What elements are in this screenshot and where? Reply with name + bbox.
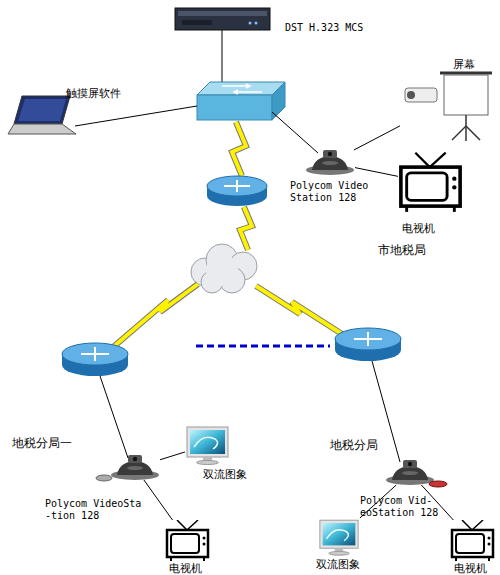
device-label: DST H.323 MCS [285, 22, 363, 34]
site-label: 市地税局 [378, 243, 426, 257]
device-label: Polycom Vid- eoStation 128 [360, 495, 444, 519]
device-label: Polycom VideoSta -tion 128 [45, 498, 145, 522]
device-label: 电视机 [454, 562, 487, 575]
television: 电视机 [398, 148, 463, 218]
laptop: 触摸屏软件 [8, 95, 78, 135]
video-terminal: Polycom Video Station 128 [305, 150, 355, 175]
cable-line [144, 480, 173, 520]
video-terminal: Polycom Vid- eoStation 128 [385, 460, 435, 485]
cable-line [354, 126, 400, 150]
monitor: 双流图象 [318, 518, 360, 556]
site-label: 地税分局一 [12, 436, 72, 450]
device-label: 电视机 [169, 562, 202, 575]
device-label: Polycom Video Station 128 [290, 180, 374, 204]
television: 电视机 [165, 520, 210, 562]
television: 电视机 [450, 520, 495, 562]
mcs-server: DST H.323 MCS [175, 8, 270, 30]
projection-screen: 屏幕 [400, 60, 495, 142]
site-label: 地税分局 [330, 438, 378, 452]
video-terminal: Polycom VideoSta -tion 128 [110, 455, 160, 480]
cable-line [160, 452, 185, 460]
monitor: 双流图象 [185, 425, 230, 465]
device-label: 双流图象 [203, 468, 247, 481]
device-label: 双流图象 [316, 558, 360, 571]
device-label: 触摸屏软件 [66, 87, 121, 100]
cable-line [355, 168, 398, 177]
device-label: 电视机 [402, 222, 435, 235]
device-label: 屏幕 [453, 58, 475, 71]
